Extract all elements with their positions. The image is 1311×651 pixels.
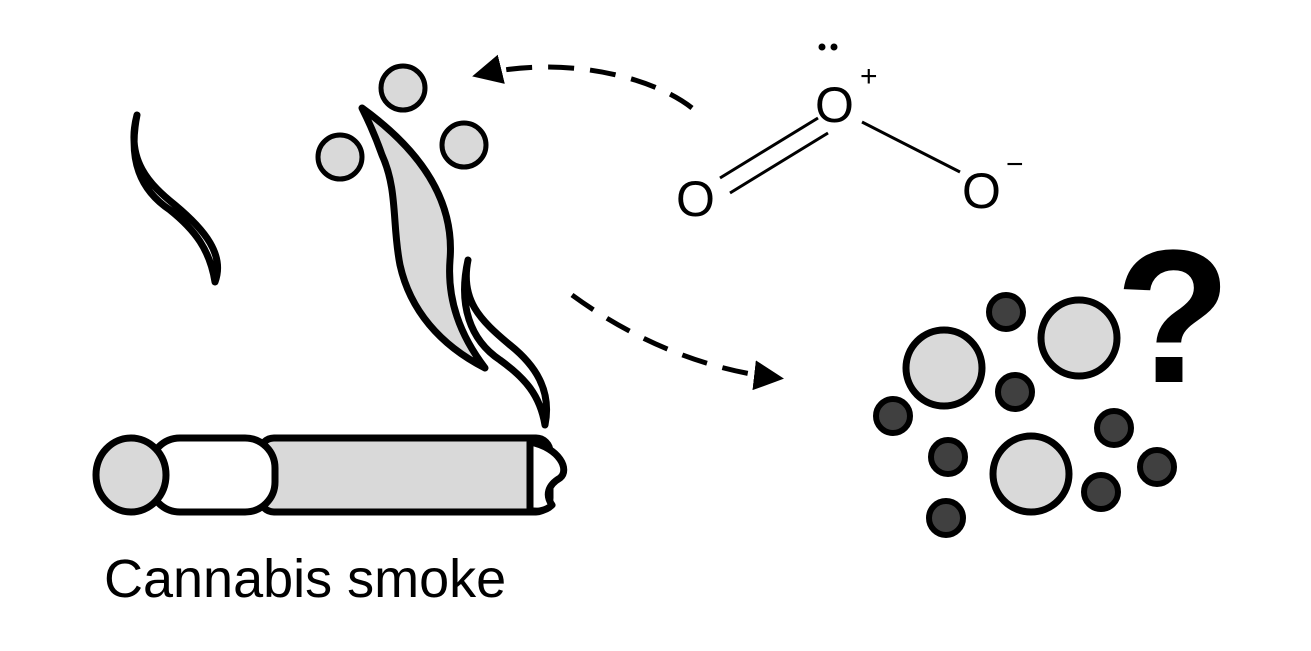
small-particle <box>926 498 966 538</box>
small-particle <box>986 292 1026 332</box>
small-particle <box>1094 408 1134 448</box>
small-particle <box>1137 447 1177 487</box>
diagram-caption: Cannabis smoke <box>104 549 507 609</box>
smoke-particle <box>378 63 428 113</box>
ozone-right-atom: O <box>962 163 1001 219</box>
smoke-wisp-right-icon <box>461 256 550 429</box>
ozone-bonds <box>719 43 961 195</box>
ozone-right-charge: − <box>1006 148 1024 181</box>
smoke-particle <box>439 120 489 170</box>
small-particle <box>928 437 968 477</box>
ozone-center-charge: + <box>860 60 878 93</box>
question-mark-icon: ? <box>1115 211 1232 423</box>
reaction-arrow-to-smoke <box>472 54 694 110</box>
ozone-left-atom: O <box>676 171 715 227</box>
lone-pair-dot <box>830 43 838 51</box>
ozone-center-atom: O <box>815 77 854 133</box>
large-particle <box>902 326 986 410</box>
smoke-particle <box>315 132 365 182</box>
small-particle <box>873 396 913 436</box>
smoke-wisp-left-icon <box>130 111 222 286</box>
product-particles <box>873 292 1177 538</box>
small-particle <box>995 372 1035 412</box>
cigarette-icon <box>92 434 568 516</box>
small-particle <box>1081 472 1121 512</box>
reaction-arrow-to-products <box>570 292 784 391</box>
smoke-wisp-center-icon <box>358 104 489 372</box>
large-particle <box>989 432 1073 516</box>
lone-pair-dot <box>818 43 826 51</box>
large-particle <box>1037 296 1121 380</box>
